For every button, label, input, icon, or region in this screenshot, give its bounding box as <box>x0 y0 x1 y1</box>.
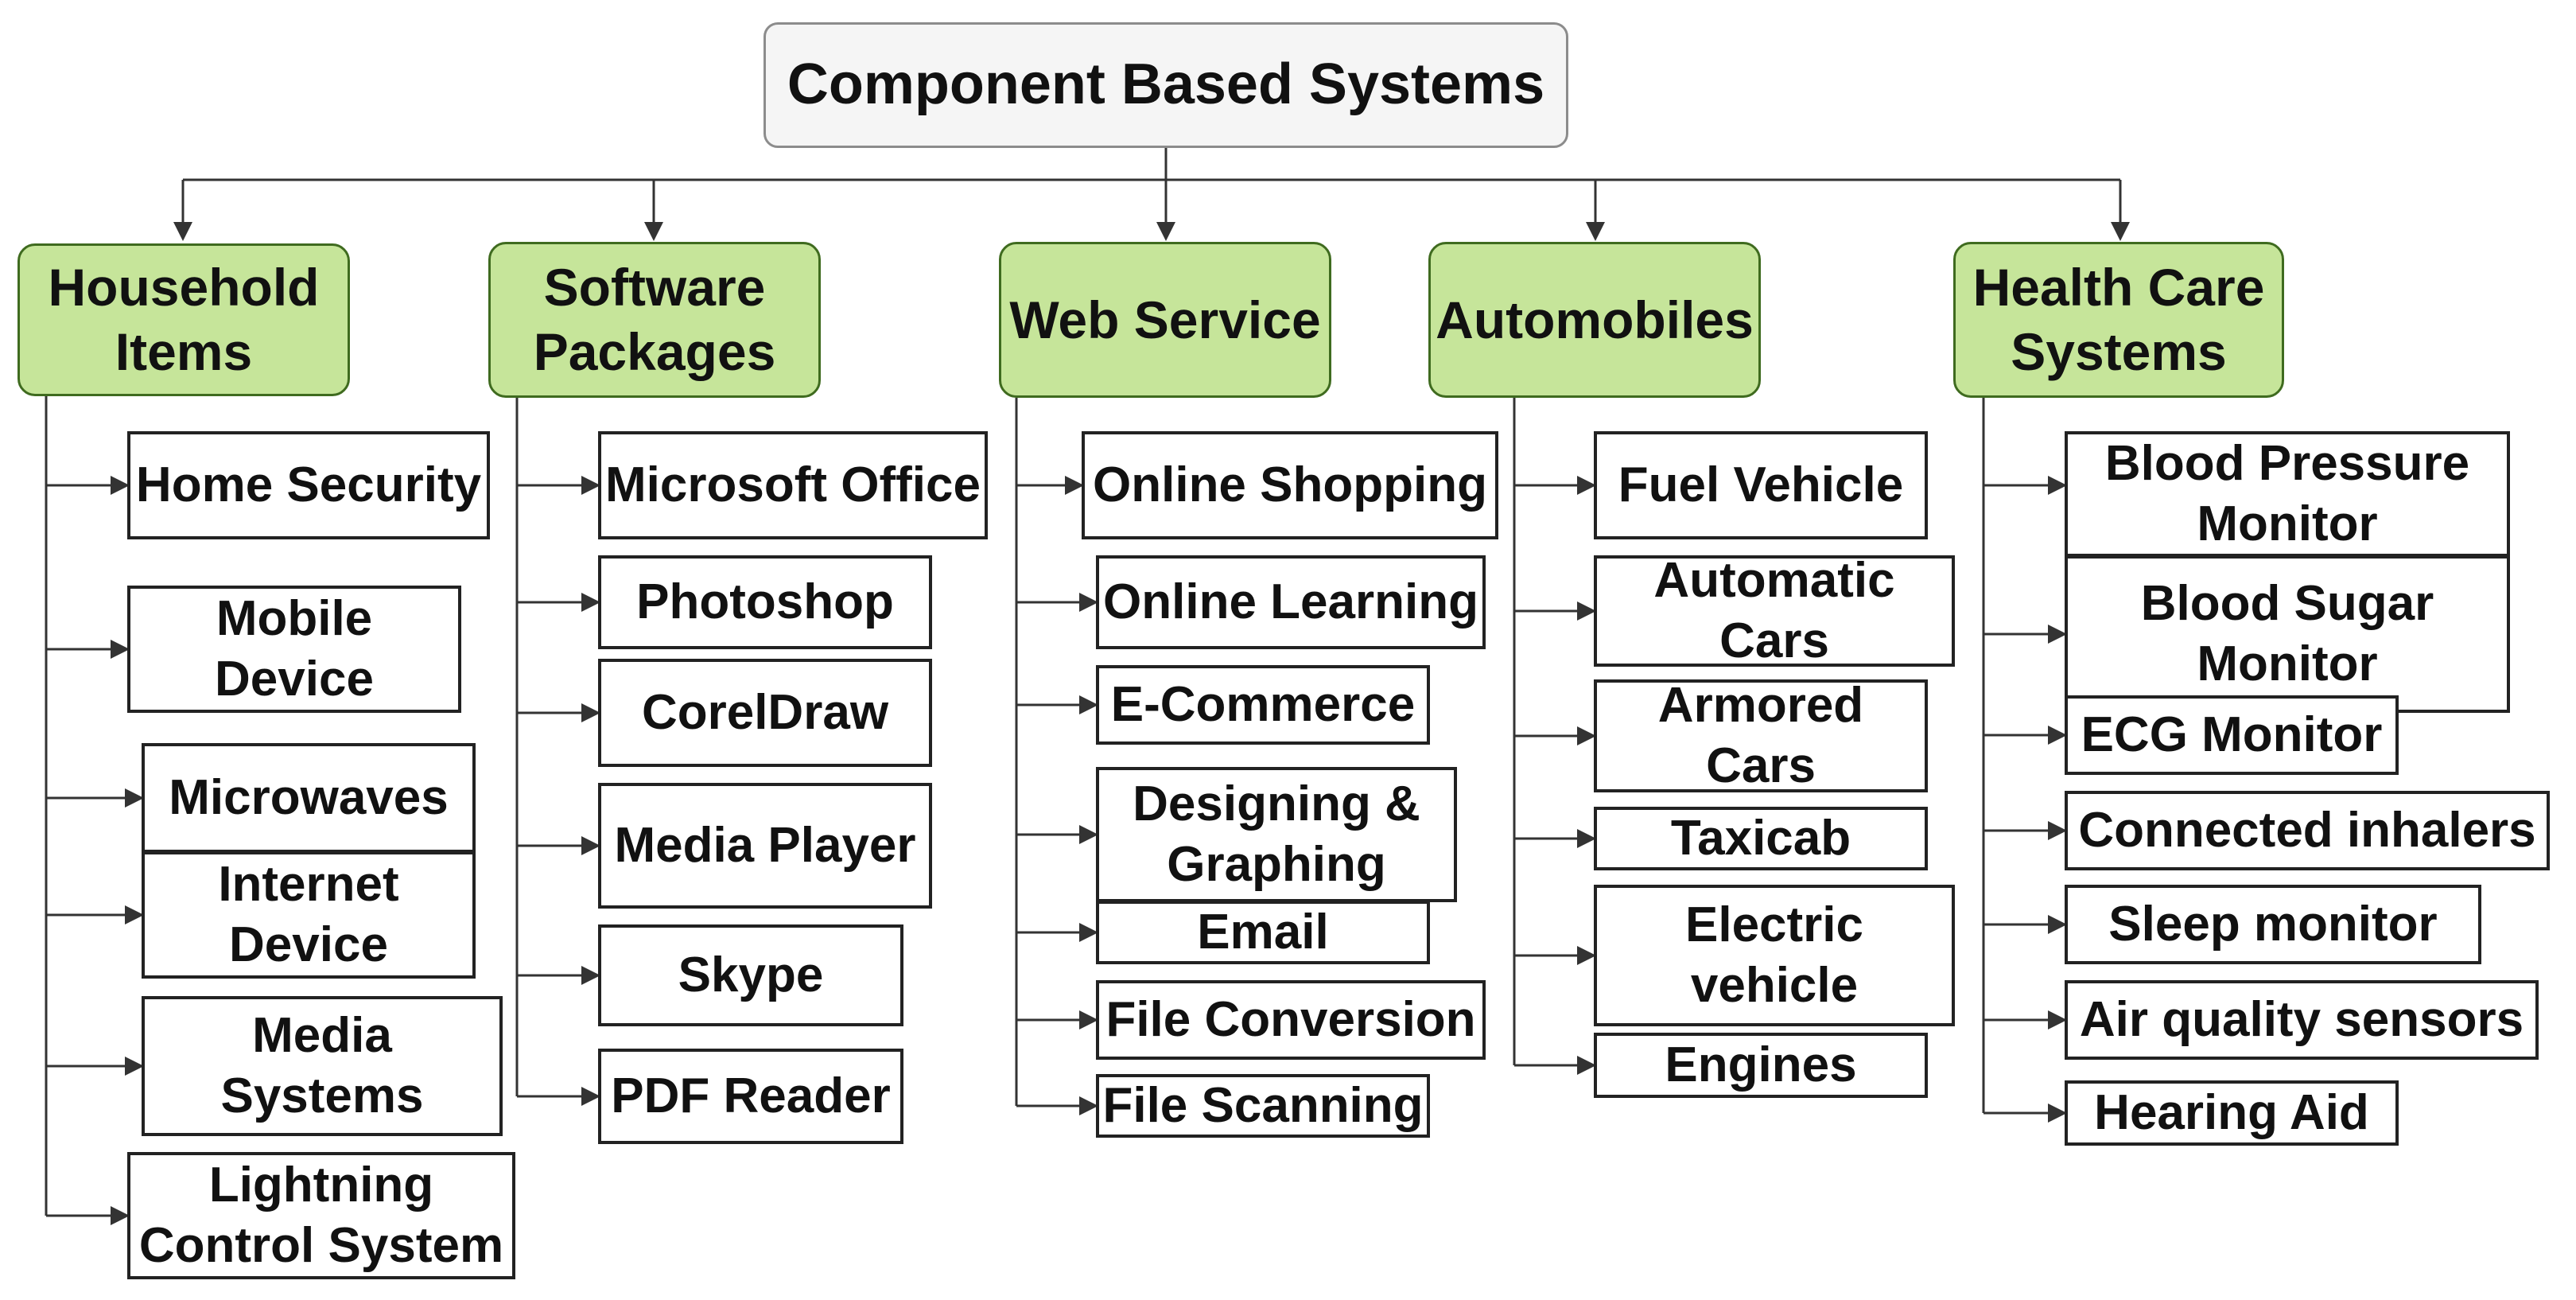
leaf-pdf-reader: PDF Reader <box>598 1049 903 1144</box>
leaf-photoshop: Photoshop <box>598 555 932 649</box>
leaf-coreldraw: CorelDraw <box>598 659 932 767</box>
leaf-file-scanning: File Scanning <box>1096 1074 1430 1138</box>
leaf-e-commerce: E-Commerce <box>1096 665 1430 745</box>
category-health-care: Health Care Systems <box>1953 242 2284 398</box>
leaf-air-quality-sensors: Air quality sensors <box>2065 980 2539 1060</box>
leaf-internet-device: Internet Device <box>142 851 476 979</box>
leaf-hearing-aid: Hearing Aid <box>2065 1080 2399 1146</box>
leaf-electric-vehicle: Electric vehicle <box>1594 885 1955 1026</box>
leaf-armored-cars: Armored Cars <box>1594 678 1928 793</box>
leaf-media-systems: Media Systems <box>142 996 503 1136</box>
leaf-microsoft-office: Microsoft Office <box>598 431 988 539</box>
leaf-media-player: Media Player <box>598 783 932 909</box>
leaf-ecg-monitor: ECG Monitor <box>2065 695 2399 775</box>
leaf-fuel-vehicle: Fuel Vehicle <box>1594 431 1928 539</box>
leaf-designing-graphing: Designing & Graphing <box>1096 767 1457 902</box>
leaf-skype: Skype <box>598 924 903 1026</box>
leaf-online-learning: Online Learning <box>1096 555 1486 649</box>
leaf-file-conversion: File Conversion <box>1096 980 1486 1060</box>
category-software: Software Packages <box>488 242 821 398</box>
leaf-microwaves: Microwaves <box>142 743 476 853</box>
category-household: Household Items <box>17 243 350 396</box>
leaf-automatic-cars: Automatic Cars <box>1594 553 1955 668</box>
category-automobiles: Automobiles <box>1428 242 1761 398</box>
root-node: Component Based Systems <box>763 22 1568 148</box>
leaf-blood-sugar-monitor: Blood Sugar Monitor <box>2065 555 2510 713</box>
leaf-email: Email <box>1096 901 1430 964</box>
leaf-sleep-monitor: Sleep monitor <box>2065 885 2481 964</box>
category-web-service: Web Service <box>999 242 1331 398</box>
leaf-taxicab: Taxicab <box>1594 807 1928 870</box>
leaf-online-shopping: Online Shopping <box>1082 431 1498 539</box>
leaf-home-security: Home Security <box>127 431 490 539</box>
leaf-lightning-control-system: Lightning Control System <box>127 1152 515 1279</box>
leaf-blood-pressure-monitor: Blood Pressure Monitor <box>2065 431 2510 557</box>
leaf-engines: Engines <box>1594 1033 1928 1098</box>
leaf-connected-inhalers: Connected inhalers <box>2065 791 2550 870</box>
leaf-mobile-device: Mobile Device <box>127 586 461 713</box>
